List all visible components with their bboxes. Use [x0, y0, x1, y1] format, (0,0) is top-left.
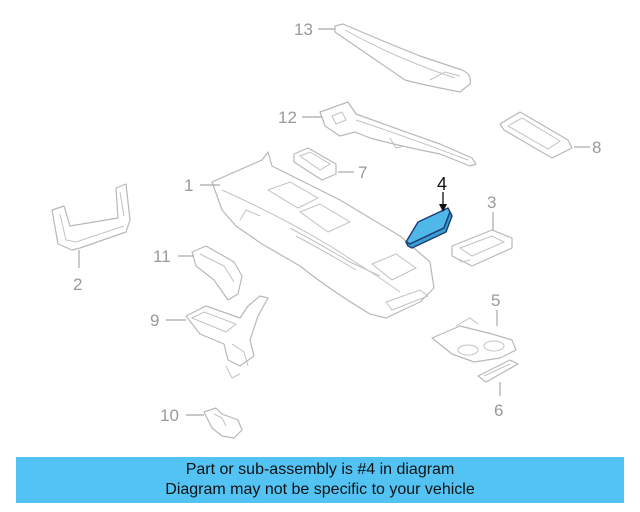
callout-11-number: 11: [153, 247, 171, 266]
callout-5-number: 5: [491, 291, 500, 310]
part-11-bracket: [191, 245, 243, 301]
callout-6-number: 6: [494, 401, 503, 420]
callout-1-number: 1: [184, 176, 193, 195]
part-13-lever-cover: [334, 23, 471, 93]
callout-13-number: 13: [294, 20, 313, 39]
part-10-clip: [203, 407, 243, 439]
callout-10-number: 10: [160, 406, 179, 425]
part-7-pad: [293, 147, 337, 181]
callout-4-number: 4: [437, 174, 447, 194]
callout-4-arrow: [439, 204, 447, 212]
part-8-tray: [499, 111, 573, 159]
part-9-armrest: [185, 295, 269, 379]
banner-line-2: Diagram may not be specific to your vehi…: [165, 481, 475, 498]
part-2-bracket: [51, 183, 131, 251]
part-3-storage-box: [451, 229, 513, 267]
info-banner: Part or sub-assembly is #4 in diagram Di…: [16, 457, 624, 503]
part-5-cup-holder: [431, 317, 517, 363]
banner-line-1: Part or sub-assembly is #4 in diagram: [185, 461, 455, 478]
callout-2-number: 2: [73, 275, 82, 294]
part-4-highlighted: [405, 207, 453, 249]
callout-8-number: 8: [592, 138, 601, 157]
parts-diagram: 13 12 8 7 1 2: [51, 20, 601, 439]
callout-12-number: 12: [278, 108, 297, 127]
part-1-center-console: [211, 151, 435, 319]
part-12-handbrake-lever: [319, 101, 477, 167]
callout-7-number: 7: [358, 163, 367, 182]
callout-3-number: 3: [487, 193, 496, 212]
part-6-strip: [477, 359, 519, 383]
callout-9-number: 9: [150, 311, 159, 330]
